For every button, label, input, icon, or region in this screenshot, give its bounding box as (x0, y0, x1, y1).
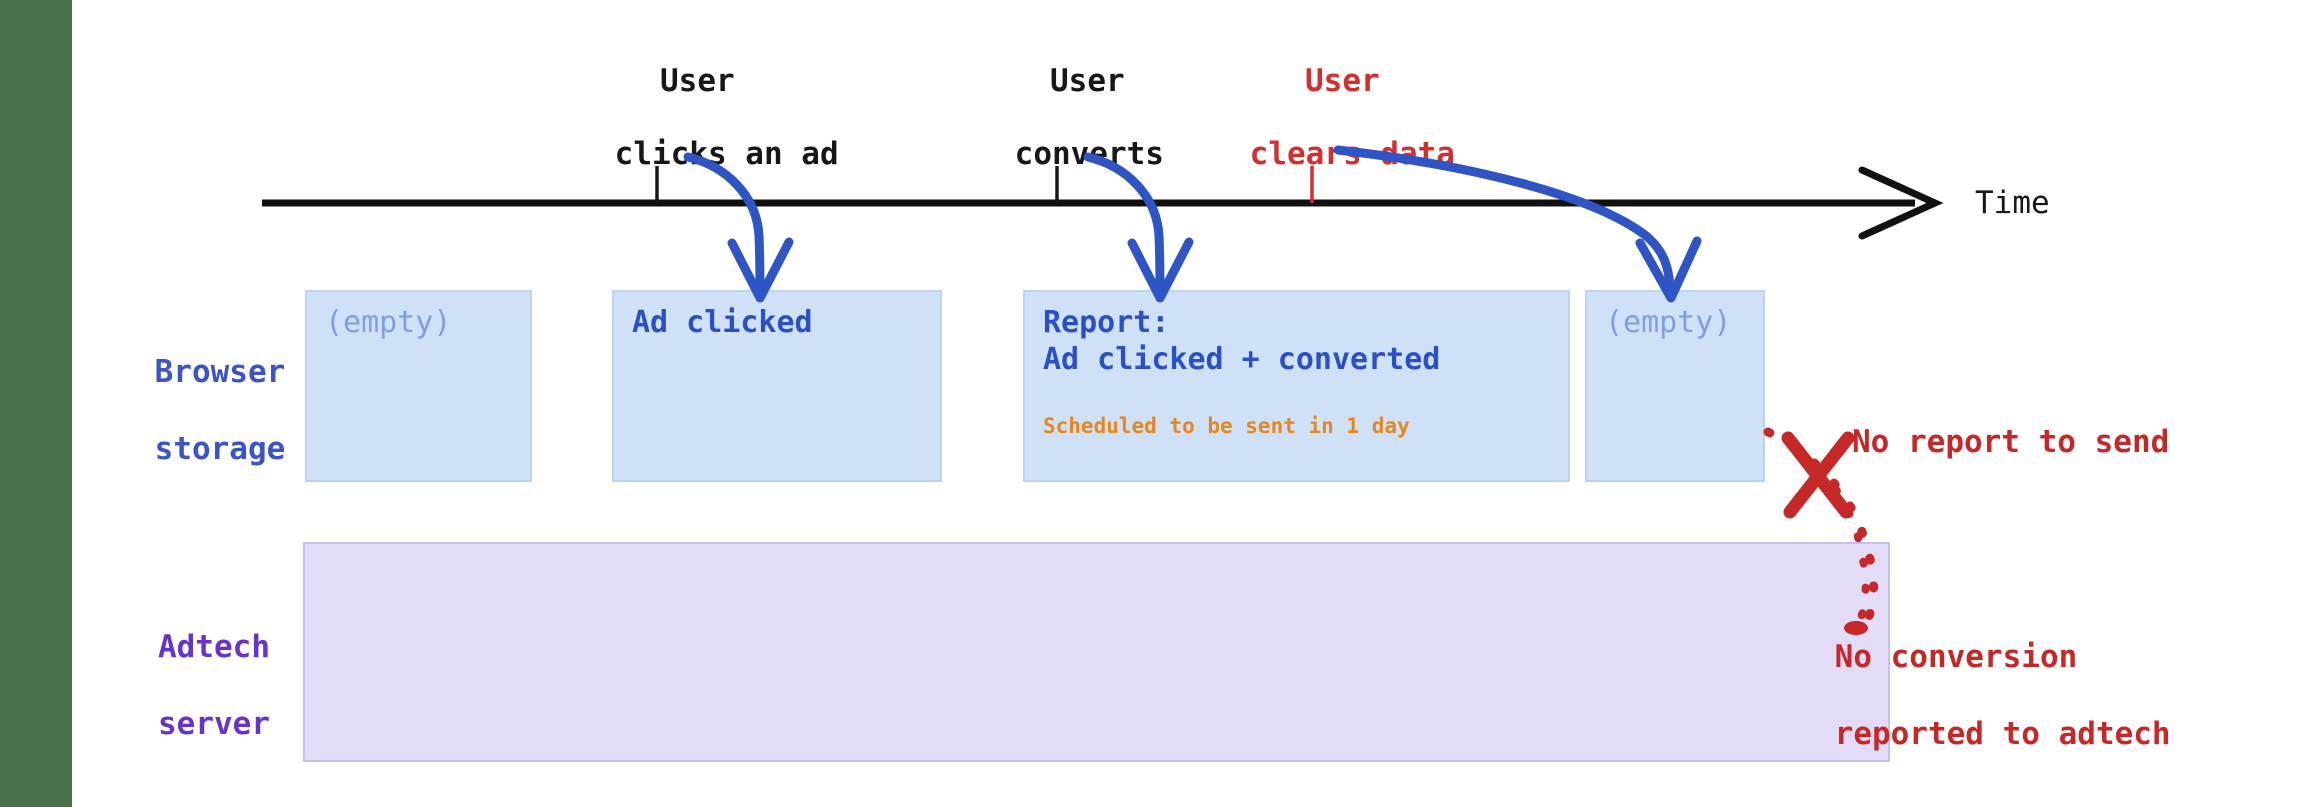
row-label-adtech-server: Adtech server (80, 590, 270, 782)
annotation-line2: reported to adtech (1834, 716, 2171, 753)
event-label-conversion: User converts (940, 26, 1164, 209)
storage-box-text: Ad clicked (632, 305, 813, 340)
storage-box-text: Report: Ad clicked + converted (1043, 305, 1441, 378)
annotation-no-report-to-send: No report to send (1852, 424, 2170, 460)
storage-box-empty-initial: (empty) (305, 290, 532, 482)
annotation-no-conversion-reported: No conversion reported to adtech (1760, 600, 2171, 792)
event-label-ad-click: User clicks an ad (540, 26, 839, 209)
row-label-line2: storage (154, 431, 286, 468)
adtech-server-box (303, 542, 1890, 762)
storage-box-text: (empty) (1605, 305, 1732, 340)
event-label-line2: clears data (1249, 135, 1455, 172)
cross-mark-icon (1781, 431, 1855, 519)
event-label-line2: clicks an ad (614, 135, 839, 172)
time-axis-label: Time (1975, 185, 2050, 221)
row-label-line1: Browser (154, 354, 286, 391)
row-label-line2: server (158, 706, 270, 743)
row-label-line1: Adtech (158, 629, 270, 666)
event-label-clear-data: User clears data (1175, 26, 1455, 209)
storage-box-text: (empty) (325, 305, 452, 340)
event-label-line1: User (1305, 62, 1380, 99)
left-color-strip (0, 0, 72, 807)
storage-box-empty-cleared: (empty) (1585, 290, 1765, 482)
storage-box-report: Report: Ad clicked + converted Scheduled… (1023, 290, 1570, 482)
event-label-line2: converts (1014, 135, 1164, 172)
storage-box-ad-clicked: Ad clicked (612, 290, 942, 482)
storage-box-schedule-note: Scheduled to be sent in 1 day (1043, 414, 1410, 438)
timeline-arrowhead (1858, 166, 1944, 240)
event-label-line1: User (1050, 62, 1125, 99)
row-label-browser-storage: Browser storage (80, 315, 286, 507)
event-label-line1: User (660, 62, 735, 99)
annotation-line1: No conversion (1834, 639, 2078, 676)
